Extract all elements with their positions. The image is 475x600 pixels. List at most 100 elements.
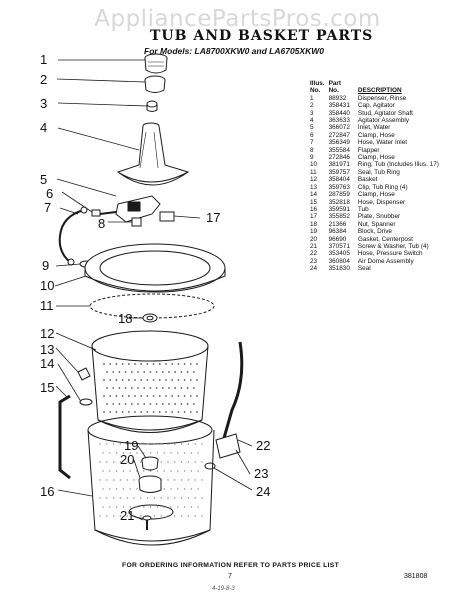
- basket-hole: [177, 395, 180, 397]
- tub-texture-dot: [126, 443, 128, 445]
- tub-ring-clip-part: [77, 367, 91, 381]
- tub-texture-dot: [167, 443, 169, 445]
- part-no-cell: 272847: [328, 131, 350, 139]
- description-cell: Stud, Agitator Shaft: [357, 109, 413, 117]
- tub-texture-dot: [119, 479, 122, 481]
- tub-texture-dot: [106, 461, 108, 463]
- callout-20: 20: [120, 452, 135, 467]
- tub-texture-dot: [187, 461, 190, 463]
- basket-hole: [106, 387, 108, 389]
- illus-no-cell: 5: [310, 124, 314, 132]
- tub-texture-dot: [180, 461, 183, 463]
- tub-texture-dot: [170, 488, 172, 490]
- basket-hole: [174, 371, 177, 373]
- tub-texture-dot: [109, 452, 111, 454]
- basket-hole: [103, 379, 105, 381]
- part-no-cell: 359591: [328, 205, 350, 213]
- illus-no-cell: 21: [310, 242, 318, 250]
- callout-23: 23: [254, 466, 269, 481]
- tub-texture-dot: [149, 452, 152, 454]
- illus-no-cell: 17: [310, 213, 318, 221]
- tub-texture-dot: [143, 506, 145, 508]
- tub-texture-dot: [194, 515, 196, 517]
- illus-no-cell: 18: [310, 220, 318, 228]
- tub-texture-dot: [115, 470, 118, 472]
- part-no-cell: 358404: [328, 176, 350, 184]
- basket-hole: [103, 363, 105, 365]
- basket-hole: [155, 387, 158, 389]
- tub-texture-dot: [156, 452, 159, 454]
- description-cell: Basket: [357, 176, 378, 184]
- tub-texture-dot: [106, 497, 108, 499]
- part-no-cell: 381971: [328, 161, 350, 169]
- water-inlet-part: [91, 195, 161, 227]
- illus-no-cell: 8: [310, 146, 314, 154]
- tub-texture-dot: [133, 497, 135, 499]
- basket-hole: [171, 395, 174, 397]
- tub-texture-dot: [187, 497, 190, 499]
- tub-texture-dot: [140, 443, 142, 445]
- document-number: 381808: [404, 573, 428, 580]
- callout-6: 6: [46, 186, 54, 201]
- tub-texture-dot: [160, 443, 162, 445]
- part-no-cell: 359763: [328, 183, 350, 191]
- illus-no-cell: 23: [310, 257, 318, 265]
- tub-texture-dot: [197, 470, 199, 472]
- handwritten-note: 4-19-8-3: [212, 586, 235, 592]
- agitator-stud-part: [146, 100, 158, 112]
- illus-no-header: Illus. No.: [310, 80, 325, 95]
- tub-texture-dot: [129, 452, 131, 454]
- tub-texture-dot: [126, 497, 128, 499]
- callout-5: 5: [40, 172, 48, 187]
- tub-texture-dot: [115, 488, 118, 490]
- tub-texture-dot: [167, 497, 169, 499]
- basket-hole: [180, 387, 183, 389]
- basket-hole: [161, 403, 164, 405]
- basket-hole: [196, 379, 198, 381]
- callout-24: 24: [256, 484, 271, 499]
- tub-texture-dot: [119, 497, 122, 499]
- tub-texture-dot: [129, 488, 131, 490]
- tub-texture-dot: [194, 461, 196, 463]
- basket-hole: [146, 379, 149, 381]
- description-cell: Hose, Pressure Switch: [357, 250, 423, 258]
- tub-texture-dot: [140, 515, 142, 517]
- tub-screw-part: [142, 515, 152, 530]
- tub-texture-dot: [133, 479, 135, 481]
- tub-texture-dot: [187, 443, 190, 445]
- callout-17: 17: [206, 210, 221, 225]
- callout-22: 22: [256, 438, 271, 453]
- basket-hole: [103, 411, 105, 413]
- air-dome-part: [215, 433, 241, 459]
- basket-hole: [189, 379, 192, 381]
- basket-hole: [192, 403, 195, 405]
- tub-texture-dot: [170, 470, 172, 472]
- callout-21: 21: [120, 508, 135, 523]
- basket-hole: [161, 371, 164, 373]
- basket-hole: [124, 403, 127, 405]
- basket-hole: [115, 411, 118, 413]
- basket-hole: [168, 371, 170, 373]
- tub-texture-dot: [183, 452, 186, 454]
- part-no-cell: 363633: [328, 117, 350, 125]
- tub-texture-dot: [201, 479, 203, 481]
- tub-texture-dot: [102, 452, 104, 454]
- tub-texture-dot: [174, 461, 176, 463]
- basket-hole: [112, 371, 115, 373]
- description-cell: Plate, Snubber: [357, 213, 401, 221]
- tub-texture-dot: [190, 452, 193, 454]
- tub-texture-dot: [180, 479, 183, 481]
- callout-16: 16: [40, 484, 55, 499]
- description-cell: Tub: [357, 205, 369, 213]
- basket-hole: [130, 387, 133, 389]
- callout-7: 7: [44, 200, 52, 215]
